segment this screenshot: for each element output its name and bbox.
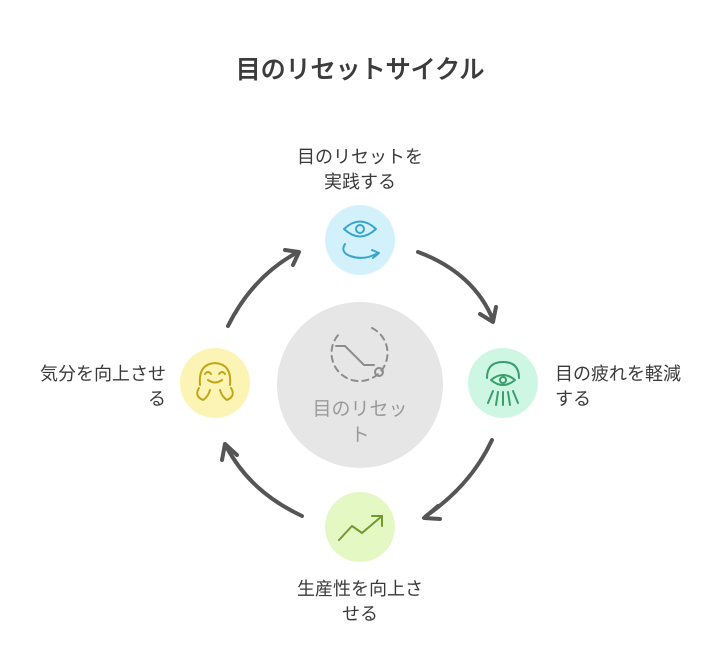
arrow-bottom-to-left-head [220, 442, 239, 462]
arrow-left-to-top-head [283, 248, 301, 267]
happy-face-icon [196, 362, 234, 401]
step-label-top: 目のリセットを 実践する [260, 145, 460, 195]
center-label-line-1: 目のリセッ [312, 398, 408, 420]
step-label-bottom: 生産性を向上さ せる [260, 577, 460, 627]
step-label-right: 目の疲れを軽減 する [555, 362, 705, 412]
arrow-bottom-to-left [224, 444, 304, 518]
diagram-title: 目のリセットサイクル [235, 55, 485, 84]
step-top-line-1: 目のリセットを [297, 147, 423, 168]
arrow-top-to-right-head [478, 305, 498, 324]
eye-rays-icon [486, 361, 520, 406]
step-bottom-line-1: 生産性を向上さ [297, 579, 423, 600]
arrow-top-to-right [416, 250, 495, 322]
step-right-line-2: する [555, 389, 591, 410]
arrow-right-to-bottom [424, 438, 494, 518]
center-label-line-2: ト [350, 424, 370, 446]
center-label: 目のリセッ ト [290, 396, 430, 448]
trending-up-icon [338, 515, 383, 541]
node-top-circle [325, 205, 395, 275]
arrow-right-to-bottom-head [422, 504, 442, 521]
cycle-arrows [220, 248, 498, 521]
step-left-line-2: る [148, 389, 166, 410]
timer-icon [330, 327, 389, 382]
node-bottom-circle [325, 492, 395, 562]
eye-rotate-icon [342, 220, 380, 259]
step-left-line-1: 気分を向上させ [40, 364, 166, 385]
step-top-line-2: 実践する [324, 172, 396, 193]
center-circle [277, 302, 443, 468]
step-bottom-line-2: せる [342, 604, 378, 625]
step-label-left: 気分を向上させ る [20, 362, 166, 412]
arrow-left-to-top [226, 250, 300, 328]
step-right-line-1: 目の疲れを軽減 [555, 364, 681, 385]
